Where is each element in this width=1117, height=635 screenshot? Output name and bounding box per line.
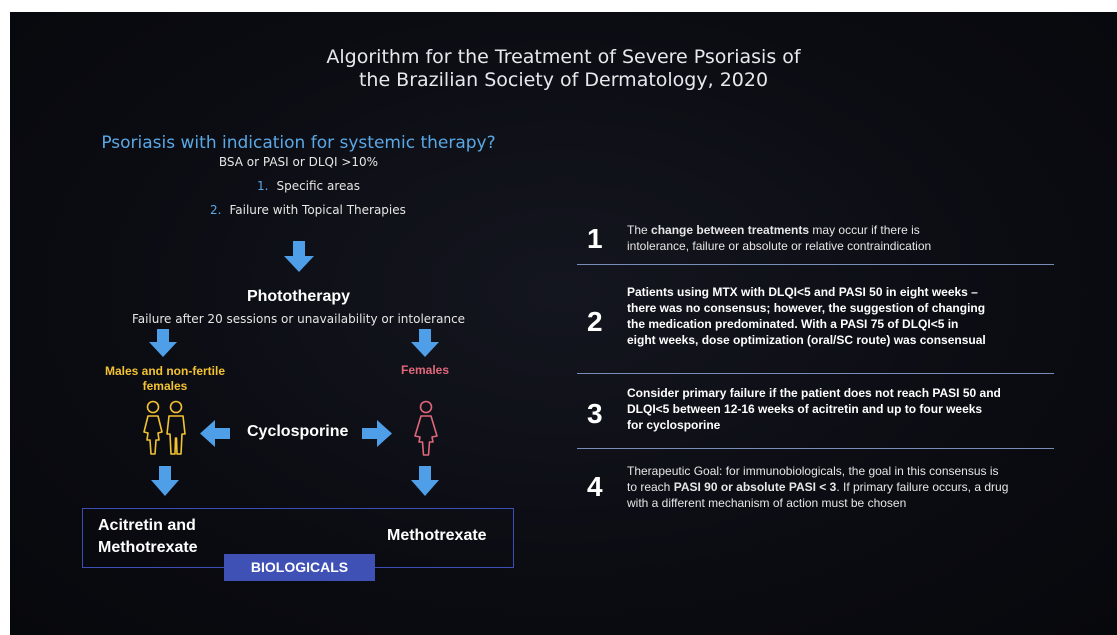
- note-3-line-2: DLQI<5 between 12-16 weeks of acitretin …: [627, 402, 983, 416]
- criterion-1-text: Specific areas: [276, 179, 360, 193]
- slide: Algorithm for the Treatment of Severe Ps…: [10, 12, 1117, 635]
- title-line-1: Algorithm for the Treatment of Severe Ps…: [326, 46, 801, 68]
- note-4-line-3: with a different mechanism of action mus…: [627, 496, 907, 510]
- criterion-2-text: Failure with Topical Therapies: [229, 203, 406, 217]
- note-4-line-2-post: . If primary failure occurs, a drug: [836, 480, 1009, 494]
- indication-criteria: BSA or PASI or DLQI >10%: [218, 155, 379, 169]
- note-4-line-1: Therapeutic Goal: for immunobiologicals,…: [627, 464, 999, 478]
- note-3-text: Consider primary failure if the patient …: [627, 385, 1001, 433]
- slide-title: Algorithm for the Treatment of Severe Ps…: [10, 46, 1117, 92]
- note-3-line-3: for cyclosporine: [627, 418, 721, 432]
- female-icon: [414, 400, 438, 456]
- note-4-text: Therapeutic Goal: for immunobiologicals,…: [627, 463, 1008, 511]
- note-1-line-1-post: may occur if there is: [809, 223, 920, 237]
- note-divider: [577, 373, 1054, 374]
- criterion-1: 1. Specific areas: [257, 179, 360, 193]
- note-1-line-2: intolerance, failure or absolute or rela…: [627, 239, 932, 253]
- note-4-number: 4: [587, 471, 603, 502]
- note-4-line-2-pre: to reach: [627, 480, 674, 494]
- note-2-number: 2: [587, 306, 603, 337]
- title-line-2: the Brazilian Society of Dermatology, 20…: [358, 69, 769, 91]
- males-nonfertile-label-line-1: Males and non-fertile: [104, 364, 226, 378]
- acitretin-label-line-1: Acitretin and: [98, 517, 196, 534]
- note-2-line-2: there was no consensus; however, the sug…: [627, 301, 986, 315]
- methotrexate-label: Methotrexate: [387, 527, 487, 544]
- note-4-line-2: to reach PASI 90 or absolute PASI < 3. I…: [627, 479, 1008, 495]
- males-nonfertile-label-line-2: females: [142, 379, 188, 393]
- note-4-line-2-bold: PASI 90 or absolute PASI < 3: [673, 480, 837, 494]
- down-arrow-icon: [149, 329, 177, 357]
- systemic-therapy-question: Psoriasis with indication for systemic t…: [101, 133, 496, 153]
- note-1-text: The change between treatments may occur …: [627, 222, 931, 254]
- criterion-2-number: 2.: [210, 203, 222, 217]
- note-divider: [577, 448, 1054, 449]
- note-3-number: 3: [587, 398, 603, 429]
- note-3-line-1: Consider primary failure if the patient …: [627, 386, 1001, 400]
- note-1-line-1: The change between treatments may occur …: [627, 222, 931, 238]
- down-arrow-icon: [411, 329, 439, 357]
- right-arrow-icon: [362, 420, 392, 447]
- cyclosporine-label: Cyclosporine: [247, 423, 349, 440]
- phototherapy-failure-criteria: Failure after 20 sessions or unavailabil…: [131, 312, 466, 326]
- note-1-line-1-pre: The: [627, 223, 652, 237]
- left-arrow-icon: [200, 420, 230, 447]
- acitretin-methotrexate-label: Acitretin and Methotrexate: [98, 515, 198, 559]
- note-divider: [577, 264, 1054, 265]
- note-2-text: Patients using MTX with DLQI<5 and PASI …: [627, 284, 986, 348]
- note-1-number: 1: [587, 223, 603, 254]
- note-2-line-4: eight weeks, dose optimization (oral/SC …: [627, 333, 986, 347]
- phototherapy-heading: Phototherapy: [246, 288, 351, 305]
- criterion-2: 2. Failure with Topical Therapies: [210, 203, 406, 217]
- males-nonfertile-females-label: Males and non-fertile females: [90, 364, 240, 394]
- note-2-line-3: the medication predominated. With a PASI…: [627, 317, 959, 331]
- down-arrow-icon: [284, 241, 314, 272]
- note-2-line-1: Patients using MTX with DLQI<5 and PASI …: [627, 285, 978, 299]
- down-arrow-icon: [151, 466, 179, 496]
- criterion-1-number: 1.: [257, 179, 269, 193]
- male-female-couple-icon: [143, 400, 186, 455]
- note-1-line-1-bold: change between treatments: [651, 223, 810, 237]
- biologicals-badge: BIOLOGICALS: [224, 554, 375, 581]
- acitretin-label-line-2: Methotrexate: [98, 539, 198, 556]
- down-arrow-icon: [411, 466, 439, 496]
- females-label: Females: [401, 363, 450, 377]
